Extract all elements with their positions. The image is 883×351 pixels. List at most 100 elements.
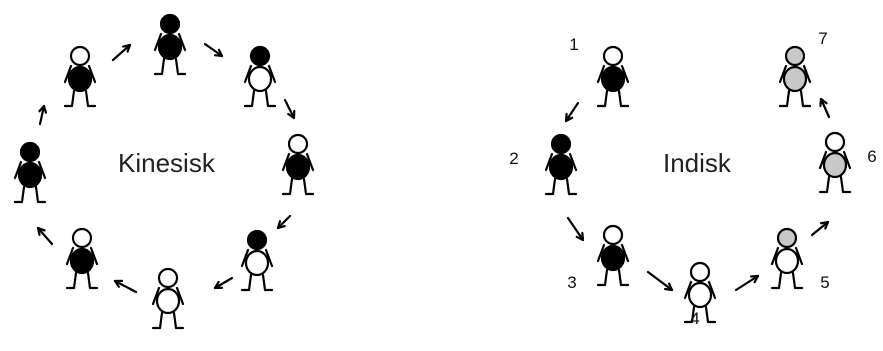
indisk-number-7: 7 bbox=[818, 29, 827, 48]
right-arm bbox=[87, 64, 97, 84]
left-arm bbox=[240, 248, 250, 268]
figure-body bbox=[822, 151, 848, 179]
right-leg bbox=[617, 268, 630, 287]
figure-body bbox=[69, 247, 95, 275]
figure-body bbox=[67, 65, 93, 93]
kinesisk-figure-5 bbox=[151, 267, 185, 330]
right-arm bbox=[305, 152, 315, 172]
right-leg bbox=[839, 175, 852, 194]
left-leg bbox=[240, 273, 253, 292]
indisk-figure-7 bbox=[778, 45, 812, 108]
figure-head bbox=[550, 133, 572, 155]
kinesisk-figure-2 bbox=[243, 45, 277, 108]
left-leg bbox=[281, 177, 294, 196]
kinesisk-figure-7 bbox=[13, 141, 47, 204]
figure-body bbox=[244, 249, 270, 277]
figure-head bbox=[824, 131, 846, 153]
left-arm bbox=[596, 243, 606, 263]
figure-head bbox=[249, 45, 271, 67]
right-leg bbox=[264, 89, 277, 108]
kinesisk-arrow-6 bbox=[36, 226, 54, 246]
right-arm bbox=[267, 64, 277, 84]
figure-head bbox=[784, 45, 806, 67]
indisk-arrow-2 bbox=[566, 216, 585, 242]
figure-head bbox=[19, 141, 41, 163]
left-arm bbox=[770, 246, 780, 266]
kinesisk-label: Kinesisk bbox=[118, 148, 216, 178]
left-leg bbox=[151, 311, 164, 330]
indisk-arrow-6 bbox=[819, 97, 831, 119]
figure-head bbox=[287, 133, 309, 155]
right-arm bbox=[802, 64, 812, 84]
right-leg bbox=[174, 57, 187, 76]
indisk-figure-4 bbox=[683, 261, 717, 324]
figure-head bbox=[776, 227, 798, 249]
right-leg bbox=[791, 271, 804, 290]
kinesisk-arrow-1 bbox=[203, 42, 224, 58]
indisk-figure-6 bbox=[818, 131, 852, 194]
right-leg bbox=[799, 89, 812, 108]
indisk-arrow-3 bbox=[646, 270, 674, 292]
kinesisk-arrow-7 bbox=[38, 104, 48, 126]
right-arm bbox=[177, 32, 187, 52]
indisk-number-2: 2 bbox=[509, 149, 518, 168]
left-leg bbox=[818, 175, 831, 194]
figure-head bbox=[69, 45, 91, 67]
kinesisk-arrow-5 bbox=[113, 279, 138, 294]
right-arm bbox=[175, 286, 185, 306]
figure-head bbox=[602, 224, 624, 246]
right-arm bbox=[37, 160, 47, 180]
indisk-figure-1 bbox=[596, 45, 630, 108]
right-arm bbox=[264, 248, 274, 268]
figure-body bbox=[157, 33, 183, 61]
right-leg bbox=[172, 311, 185, 330]
right-leg bbox=[34, 185, 47, 204]
left-leg bbox=[778, 89, 791, 108]
right-leg bbox=[302, 177, 315, 196]
right-arm bbox=[620, 243, 630, 263]
indisk-number-1: 1 bbox=[569, 35, 578, 54]
right-arm bbox=[842, 150, 852, 170]
left-arm bbox=[596, 64, 606, 84]
left-leg bbox=[153, 57, 166, 76]
left-arm bbox=[818, 150, 828, 170]
kinesisk-figure-6 bbox=[65, 227, 99, 290]
right-arm bbox=[707, 280, 717, 300]
right-arm bbox=[620, 64, 630, 84]
left-arm bbox=[544, 152, 554, 172]
figure-body bbox=[548, 153, 574, 181]
left-leg bbox=[63, 89, 76, 108]
left-arm bbox=[151, 286, 161, 306]
left-leg bbox=[243, 89, 256, 108]
figure-body bbox=[155, 287, 181, 315]
kinesisk-figure-8 bbox=[63, 45, 97, 108]
right-arm bbox=[794, 246, 804, 266]
right-leg bbox=[84, 89, 97, 108]
kinesisk-arrow-2 bbox=[283, 98, 296, 120]
kinesisk-figure-4 bbox=[240, 229, 274, 292]
left-leg bbox=[683, 305, 696, 324]
kinesisk-cycle: Kinesisk bbox=[13, 13, 315, 330]
indisk-arrow-4 bbox=[734, 274, 760, 292]
left-leg bbox=[770, 271, 783, 290]
left-arm bbox=[243, 64, 253, 84]
figure-head bbox=[246, 229, 268, 251]
kinesisk-figure-1 bbox=[153, 13, 187, 76]
indisk-figure-3 bbox=[596, 224, 630, 287]
left-leg bbox=[544, 177, 557, 196]
indisk-figure-2 bbox=[544, 133, 578, 196]
right-leg bbox=[261, 273, 274, 292]
right-leg bbox=[704, 305, 717, 324]
indisk-arrow-5 bbox=[810, 220, 830, 237]
kinesisk-arrow-8 bbox=[111, 43, 132, 62]
left-leg bbox=[596, 268, 609, 287]
right-arm bbox=[89, 246, 99, 266]
figure-body bbox=[774, 247, 800, 275]
figure-head bbox=[159, 13, 181, 35]
left-arm bbox=[13, 160, 23, 180]
kinesisk-arrow-4 bbox=[213, 276, 234, 290]
indisk-number-5: 5 bbox=[820, 273, 829, 292]
left-arm bbox=[153, 32, 163, 52]
